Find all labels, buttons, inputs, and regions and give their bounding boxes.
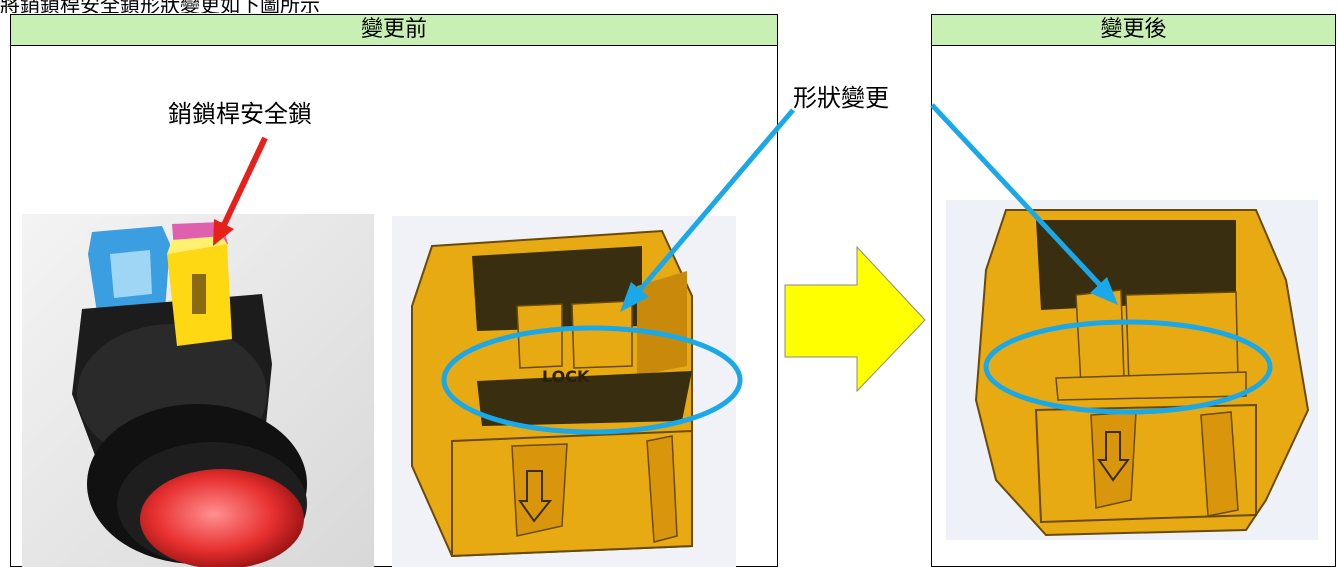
lock-engraving: LOCK — [542, 367, 590, 386]
lock-lever-callout-label: 銷鎖桿安全鎖 — [168, 100, 312, 128]
push-button-photo — [22, 214, 374, 567]
before-3d-model: LOCK — [392, 216, 736, 567]
cropped-top-text: 將銷鎖桿安全鎖形狀變更如下圖所示 — [0, 0, 320, 13]
shape-change-label: 形狀變更 — [793, 84, 889, 112]
before-panel-header: 變更前 — [11, 15, 777, 46]
after-3d-model — [946, 200, 1318, 540]
after-panel-header: 變更後 — [932, 15, 1335, 46]
